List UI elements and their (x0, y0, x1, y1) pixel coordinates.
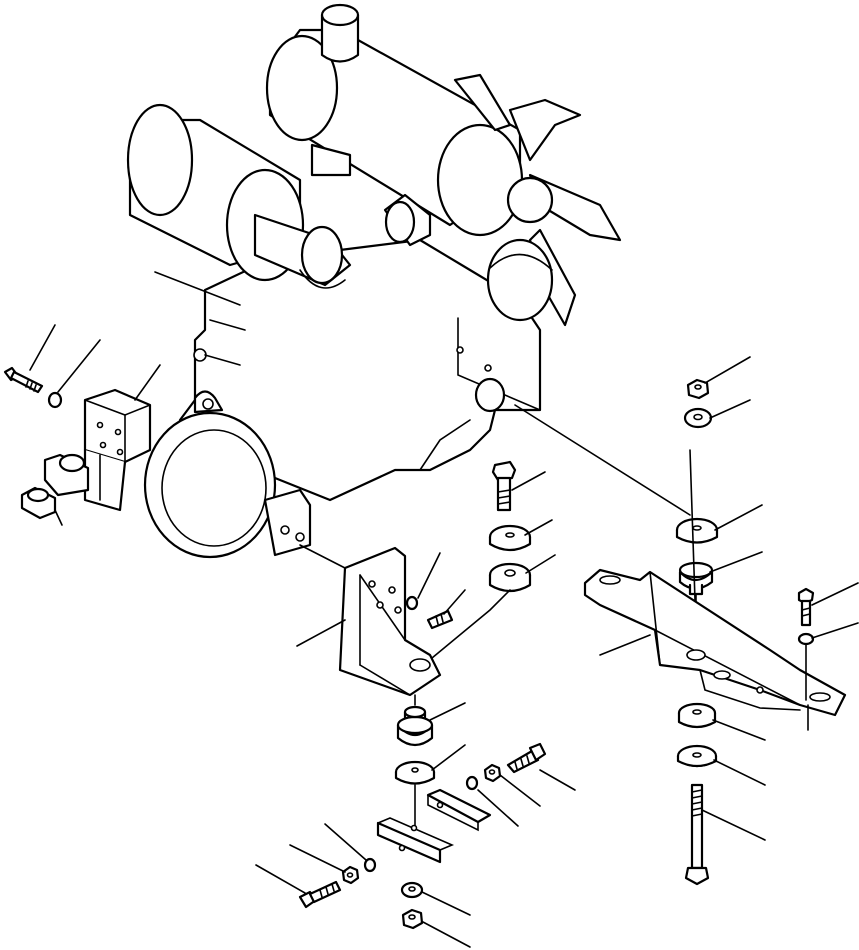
leader-line (709, 399, 751, 419)
leader-line (477, 789, 519, 827)
leader-line (57, 339, 101, 393)
leader-lines (29, 271, 859, 948)
leader-line (296, 619, 346, 647)
isolator (488, 562, 532, 593)
lock-washer (465, 775, 479, 791)
washer (676, 744, 718, 768)
washer (675, 517, 719, 544)
bolt (3, 366, 44, 394)
leader-line (255, 864, 306, 894)
nut (401, 908, 424, 930)
rear-mount-bracket (338, 546, 442, 697)
air-cleaner (126, 103, 352, 289)
lock-washer (797, 632, 815, 646)
leader-line (431, 744, 466, 771)
muffler (265, 3, 524, 247)
engine (143, 238, 542, 559)
leader-line (712, 719, 766, 741)
leader-line (701, 809, 766, 841)
rear-cover-boss (263, 488, 312, 557)
bolt (298, 880, 342, 909)
leader-line (289, 844, 346, 873)
leader-line (811, 622, 859, 639)
leader-line (689, 449, 696, 601)
leader-line (811, 582, 859, 606)
isolator (396, 705, 434, 747)
nut (483, 763, 502, 783)
center-stack (298, 460, 547, 930)
leader-line (324, 823, 367, 861)
fan (453, 73, 622, 327)
leader-line (499, 774, 541, 807)
isolator (677, 702, 717, 729)
lock-washer (363, 857, 377, 873)
nut (341, 865, 360, 885)
front-mount-group (3, 366, 152, 526)
leader-line (134, 364, 161, 401)
leader-line (704, 356, 751, 384)
leader-line (599, 634, 651, 656)
support-rail (583, 568, 847, 717)
leader-line (429, 702, 466, 721)
bolt (426, 609, 454, 630)
leader-line (714, 504, 763, 531)
bolt (506, 742, 547, 774)
isolator (20, 453, 90, 520)
leader-line (421, 891, 471, 916)
leader-line (154, 271, 241, 306)
leader-line (709, 551, 763, 573)
washer (394, 760, 436, 785)
leader-line (524, 519, 553, 536)
front-mount-bracket (83, 388, 152, 512)
washer (488, 524, 532, 552)
leader-line (511, 471, 546, 491)
washer (400, 881, 424, 899)
bolt (491, 460, 517, 512)
leader-line (417, 552, 441, 599)
alternator (486, 238, 554, 322)
leader-line (539, 769, 576, 791)
leader-line (713, 759, 766, 786)
leader-line (525, 554, 556, 574)
lock-washer (47, 391, 63, 409)
isolator (678, 561, 714, 596)
right-mount-group (514, 378, 847, 886)
bolt (797, 587, 815, 627)
nut (686, 378, 710, 400)
bolt (684, 783, 710, 886)
side-bracket (376, 788, 492, 864)
leader-line (299, 544, 346, 569)
leader-line (443, 589, 466, 615)
washer (683, 407, 713, 429)
leader-line (29, 324, 56, 371)
flywheel-housing (143, 411, 277, 559)
leader-line (422, 921, 471, 948)
lock-washer (405, 595, 419, 611)
